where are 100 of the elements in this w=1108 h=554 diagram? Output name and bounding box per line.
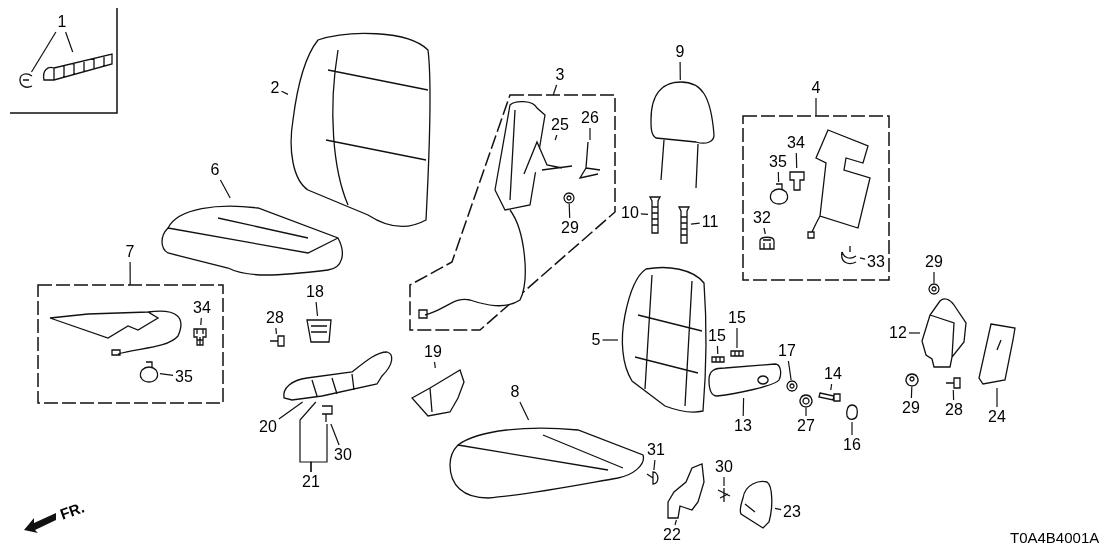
- leader-line: [805, 407, 807, 417]
- ring-drawing: [845, 404, 859, 422]
- leader-line: [859, 257, 866, 260]
- leader-line: [723, 476, 725, 487]
- leader-line: [330, 423, 340, 446]
- leader-line: [552, 84, 558, 96]
- callout-number: 12: [889, 325, 907, 341]
- side-trim-drawing: [282, 350, 395, 402]
- callout-number: 15: [728, 310, 746, 326]
- armrest-drawing: [705, 362, 783, 398]
- leader-line: [601, 339, 619, 341]
- callout-number: 4: [811, 80, 821, 96]
- callout-number: 32: [753, 210, 771, 226]
- leader-line: [763, 227, 766, 235]
- leader-line: [787, 360, 792, 381]
- leader-line: [275, 327, 277, 335]
- callout-number: 6: [210, 162, 220, 178]
- cover-drawing: [977, 320, 1017, 388]
- callout-number: 25: [551, 117, 569, 133]
- callout-number: 5: [591, 332, 601, 348]
- callout-number: 9: [675, 44, 685, 60]
- callout-number: 2: [270, 80, 280, 96]
- leader-line: [315, 301, 319, 317]
- leader-line: [736, 327, 738, 349]
- group-frame: [743, 116, 889, 280]
- callout-number: 1: [57, 14, 67, 30]
- leader-line: [65, 31, 74, 53]
- leader-line: [679, 61, 681, 81]
- nut-drawing: [928, 283, 940, 295]
- leader-line: [219, 179, 231, 199]
- callout-number: 22: [663, 527, 681, 543]
- callout-number: 34: [193, 300, 211, 316]
- callout-number: 30: [715, 459, 733, 475]
- leader-line: [777, 171, 780, 183]
- leader-line: [815, 97, 817, 117]
- leader-line: [200, 317, 202, 326]
- leader-line: [129, 261, 131, 286]
- callout-number: 28: [945, 402, 963, 418]
- callout-number: 28: [266, 310, 284, 326]
- leader-line: [795, 152, 798, 169]
- callout-number: 20: [259, 419, 277, 435]
- clip-drawing: [192, 325, 208, 347]
- callout-number: 16: [843, 437, 861, 453]
- seat-heater-drawing: [808, 128, 873, 240]
- leader-line: [280, 90, 289, 95]
- leader-line: [830, 383, 833, 391]
- leader-line: [996, 387, 998, 408]
- leader-line: [653, 459, 656, 471]
- leader-line: [690, 222, 701, 225]
- headrest-guide-drawing: [648, 195, 662, 235]
- callout-number: 27: [797, 418, 815, 434]
- callout-number: 33: [867, 254, 885, 270]
- callout-number: 29: [561, 220, 579, 236]
- clamp-drawing: [138, 360, 160, 384]
- bolt-drawing: [818, 390, 842, 402]
- leader-line: [640, 213, 649, 215]
- leader-line: [278, 401, 304, 420]
- leader-line: [908, 332, 921, 334]
- nut-drawing: [563, 192, 575, 204]
- leader-line: [433, 361, 436, 369]
- callout-number: 34: [787, 135, 805, 151]
- leader-line: [30, 31, 57, 73]
- screw-drawing: [268, 334, 286, 348]
- direction-label: FR.: [58, 499, 86, 522]
- clip-drawing: [716, 486, 732, 504]
- callout-number: 11: [701, 214, 719, 230]
- callout-number: 19: [424, 344, 442, 360]
- callout-number: 30: [334, 447, 352, 463]
- headrest-guide-drawing: [677, 205, 691, 245]
- callout-number: 18: [306, 284, 324, 300]
- pin-drawing: [710, 354, 726, 364]
- group-frame: [10, 8, 118, 114]
- callout-number: 15: [708, 328, 726, 344]
- clamp-drawing: [768, 182, 790, 206]
- callout-number: 13: [734, 418, 752, 434]
- leader-line: [554, 134, 558, 141]
- callout-number: 24: [988, 409, 1006, 425]
- leader-line: [933, 271, 935, 284]
- clip-drawing: [758, 234, 776, 251]
- screw-drawing: [645, 470, 661, 486]
- group-frame: [410, 95, 616, 333]
- leader-line: [674, 519, 677, 526]
- callout-number: 31: [647, 442, 665, 458]
- callout-number: 23: [783, 504, 801, 520]
- bracket-drawing: [664, 462, 706, 520]
- leader-line: [774, 507, 782, 511]
- leader-line: [851, 421, 853, 436]
- clip-drawing: [788, 168, 806, 192]
- wire-clip-drawing: [18, 72, 34, 90]
- callout-number: 7: [125, 244, 135, 260]
- callout-number: 17: [778, 343, 796, 359]
- leader-line: [310, 423, 328, 473]
- switch-unit-drawing: [920, 297, 968, 369]
- callout-number: 29: [925, 254, 943, 270]
- leader-line: [159, 373, 174, 376]
- clip-strip-drawing: [42, 52, 114, 82]
- washer-drawing: [799, 394, 813, 408]
- callout-number: 26: [581, 110, 599, 126]
- diagram-code: T0A4B4001A: [1010, 530, 1100, 545]
- callout-number: 8: [510, 384, 520, 400]
